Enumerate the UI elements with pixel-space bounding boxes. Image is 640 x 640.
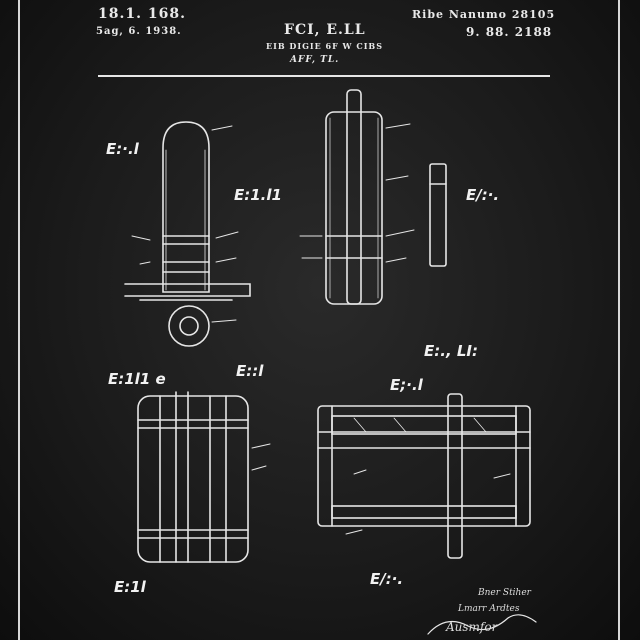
- figure-label-g: E;·.l: [390, 376, 423, 394]
- figure-label-f: E:1l1 e: [108, 370, 166, 388]
- sheet-frame: [18, 0, 620, 640]
- figure-label-h: E:1l: [114, 578, 146, 596]
- figure-tube-drawing: [124, 121, 251, 347]
- signature-flourish: [427, 614, 537, 635]
- header-rule: [98, 75, 550, 77]
- figure-label-i: E/:·.: [370, 570, 404, 588]
- figure-rod-drawing: [429, 163, 447, 267]
- application-note: AFF, TL.: [290, 55, 340, 65]
- inventor-name: Ribe Nanumo 28105: [412, 8, 556, 21]
- figure-label-d: E:., LI:: [424, 342, 479, 360]
- patent-date: 5ag, 6. 1938.: [96, 26, 182, 37]
- figure-label-a: E:·.l: [106, 140, 139, 158]
- patent-subtitle: EIB DIGIE 6F W CIBS: [266, 41, 383, 51]
- figure-label-c: E/:·.: [466, 186, 500, 204]
- figure-label-e: E::l: [236, 362, 264, 380]
- figure-grid-box-drawing: [137, 391, 271, 563]
- signature-line-2: Lmarr Ardtes: [458, 604, 520, 614]
- sheet-number: 9. 88. 2188: [466, 25, 553, 39]
- patent-title: FCI, E.LL: [284, 22, 366, 38]
- figure-label-b: E:1.l1: [234, 186, 282, 204]
- figure-box-drawing: [299, 89, 415, 305]
- figure-frame-drawing: [317, 393, 531, 559]
- patent-number: 18.1. 168.: [98, 6, 186, 22]
- signature-line-1: Bner Stiher: [478, 588, 531, 598]
- signature-line-3: Ausmfor: [446, 620, 498, 634]
